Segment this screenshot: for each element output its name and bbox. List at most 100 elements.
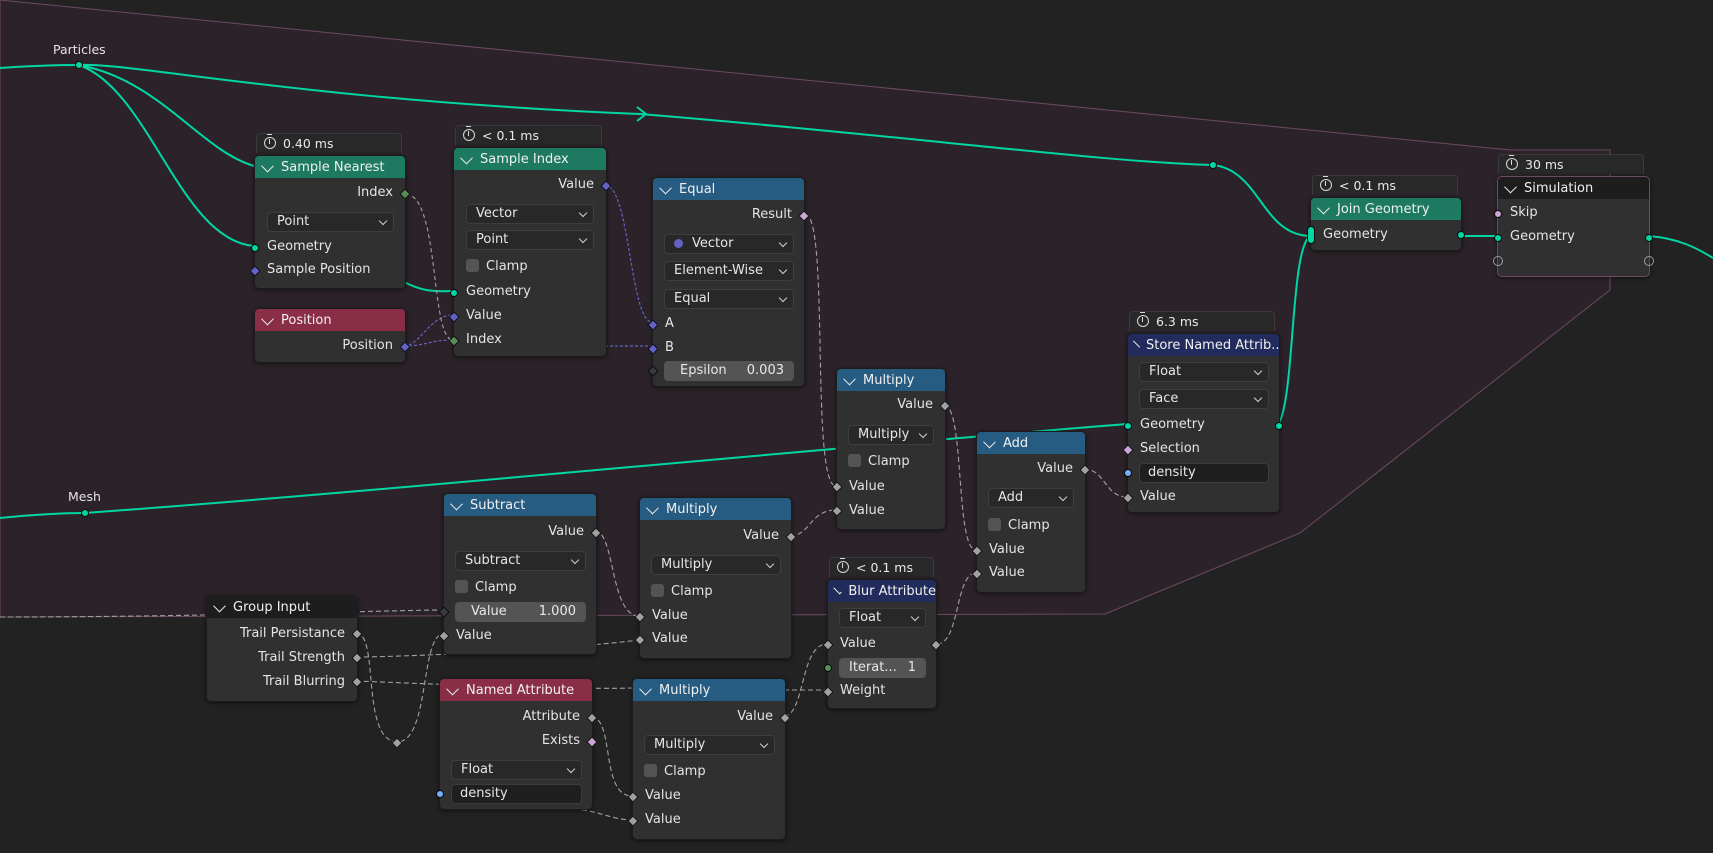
checkbox-box[interactable] — [455, 580, 468, 593]
socket-empty-out[interactable] — [1644, 256, 1654, 266]
node-header[interactable]: Sample Index — [454, 148, 606, 170]
clamp-checkbox[interactable]: Clamp — [455, 579, 517, 597]
socket-geometry-out[interactable] — [1645, 234, 1653, 242]
clamp-checkbox[interactable]: Clamp — [848, 453, 910, 471]
collapse-chevron-icon[interactable] — [833, 585, 843, 594]
node-multiply-bottom[interactable]: Multiply Value Multiply Clamp Value Valu… — [627, 678, 791, 840]
operation-dropdown[interactable]: Multiply — [848, 425, 934, 445]
node-sample-nearest[interactable]: Sample Nearest Index Point Geometry Samp… — [249, 155, 411, 289]
collapse-chevron-icon[interactable] — [843, 372, 856, 385]
collapse-chevron-icon[interactable] — [1504, 180, 1517, 193]
socket-geometry-multi-in[interactable] — [1307, 226, 1315, 244]
node-multiply-top[interactable]: Multiply Value Multiply Clamp Value Valu… — [831, 368, 951, 530]
collapse-chevron-icon[interactable] — [446, 682, 459, 695]
mode-dropdown[interactable]: Element-Wise — [664, 261, 794, 281]
clamp-checkbox[interactable]: Clamp — [644, 763, 706, 781]
node-add[interactable]: Add Value Add Clamp Value Value — [971, 431, 1091, 593]
type-dropdown[interactable]: Float — [1139, 362, 1269, 382]
reroute-particles-socket[interactable] — [75, 61, 83, 69]
reroute-mesh-socket[interactable] — [81, 509, 89, 517]
chevron-down-icon — [759, 739, 769, 749]
iterations-field[interactable]: Iterat...1 — [839, 658, 926, 678]
reroute-socket[interactable] — [1209, 161, 1217, 169]
input-geometry-label: Geometry — [1323, 227, 1388, 242]
node-title: Group Input — [233, 599, 311, 615]
collapse-chevron-icon[interactable] — [659, 181, 672, 194]
socket-geometry-in[interactable] — [251, 244, 259, 252]
domain-dropdown[interactable]: Point — [267, 212, 394, 232]
node-group-input[interactable]: Group Input Trail Persistance Trail Stre… — [206, 595, 363, 702]
collapse-chevron-icon[interactable] — [261, 312, 274, 325]
operation-dropdown[interactable]: Multiply — [651, 555, 781, 575]
checkbox-box[interactable] — [644, 764, 657, 777]
type-dropdown[interactable]: Vector — [664, 234, 794, 254]
socket-geometry-in[interactable] — [450, 289, 458, 297]
node-header[interactable]: Multiply — [633, 679, 785, 701]
node-header[interactable]: Position — [255, 309, 405, 331]
node-equal[interactable]: Equal Result Vector Element-Wise Equal A… — [647, 177, 810, 387]
clamp-label: Clamp — [671, 584, 713, 599]
node-join-geometry[interactable]: Join Geometry Geometry — [1307, 197, 1465, 251]
collapse-chevron-icon[interactable] — [1132, 340, 1141, 348]
socket-iterations-in[interactable] — [824, 664, 832, 672]
checkbox-box[interactable] — [848, 454, 861, 467]
checkbox-box[interactable] — [988, 518, 1001, 531]
name-field[interactable]: density — [1139, 463, 1269, 483]
type-dropdown[interactable]: Float — [451, 760, 582, 780]
node-header[interactable]: Join Geometry — [1311, 198, 1461, 220]
node-header[interactable]: Multiply — [640, 498, 791, 520]
collapse-chevron-icon[interactable] — [261, 159, 274, 172]
node-header[interactable]: Sample Nearest — [255, 156, 405, 178]
socket-geometry-in[interactable] — [1124, 422, 1132, 430]
checkbox-box[interactable] — [651, 584, 664, 597]
collapse-chevron-icon[interactable] — [450, 497, 463, 510]
node-header[interactable]: Add — [977, 432, 1085, 454]
operation-dropdown[interactable]: Equal — [664, 289, 794, 309]
node-sample-index[interactable]: Sample Index Value Vector Point Clamp Ge… — [448, 147, 612, 357]
node-store-named-attribute[interactable]: Store Named Attrib... Float Face Geometr… — [1122, 333, 1283, 513]
type-dropdown[interactable]: Vector — [466, 204, 594, 224]
node-header[interactable]: Subtract — [444, 494, 596, 516]
node-simulation[interactable]: Simulation Skip Geometry — [1493, 176, 1654, 277]
collapse-chevron-icon[interactable] — [639, 682, 652, 695]
domain-dropdown[interactable]: Point — [466, 230, 594, 250]
socket-name-in[interactable] — [1124, 469, 1132, 477]
input-value-1-label: Value — [652, 608, 688, 623]
node-named-attribute[interactable]: Named Attribute Attribute Exists Float d… — [436, 678, 598, 810]
node-header[interactable]: Blur Attribute — [828, 580, 936, 602]
operation-dropdown[interactable]: Subtract — [455, 551, 586, 571]
node-position[interactable]: Position Position — [254, 308, 411, 363]
socket-name-in[interactable] — [436, 790, 444, 798]
collapse-chevron-icon[interactable] — [213, 599, 226, 612]
clamp-checkbox[interactable]: Clamp — [651, 583, 713, 601]
checkbox-box[interactable] — [466, 259, 479, 272]
node-header[interactable]: Named Attribute — [440, 679, 592, 701]
node-blur-attribute[interactable]: Blur Attribute Float Value Iterat...1 We… — [822, 579, 942, 709]
collapse-chevron-icon[interactable] — [646, 501, 659, 514]
operation-dropdown[interactable]: Multiply — [644, 735, 775, 755]
node-header[interactable]: Store Named Attrib... — [1128, 334, 1279, 356]
name-field[interactable]: density — [451, 784, 582, 804]
node-multiply-mid[interactable]: Multiply Value Multiply Clamp Value Valu… — [634, 497, 797, 659]
clamp-checkbox[interactable]: Clamp — [466, 258, 528, 276]
clamp-checkbox[interactable]: Clamp — [988, 517, 1050, 535]
socket-geometry-out[interactable] — [1457, 231, 1465, 239]
collapse-chevron-icon[interactable] — [460, 151, 473, 164]
socket-skip-in[interactable] — [1494, 210, 1502, 218]
socket-geometry-in[interactable] — [1494, 234, 1502, 242]
collapse-chevron-icon[interactable] — [983, 435, 996, 448]
collapse-chevron-icon[interactable] — [1317, 201, 1330, 214]
socket-empty-in[interactable] — [1493, 256, 1503, 266]
type-dropdown[interactable]: Float — [839, 608, 926, 628]
node-header[interactable]: Group Input — [207, 596, 357, 618]
node-header[interactable]: Multiply — [837, 369, 945, 391]
node-header[interactable]: Equal — [653, 178, 804, 200]
node-header[interactable]: Simulation — [1498, 177, 1649, 199]
socket-geometry-out[interactable] — [1275, 422, 1283, 430]
operation-dropdown[interactable]: Add — [988, 488, 1074, 508]
domain-dropdown[interactable]: Face — [1139, 389, 1269, 409]
